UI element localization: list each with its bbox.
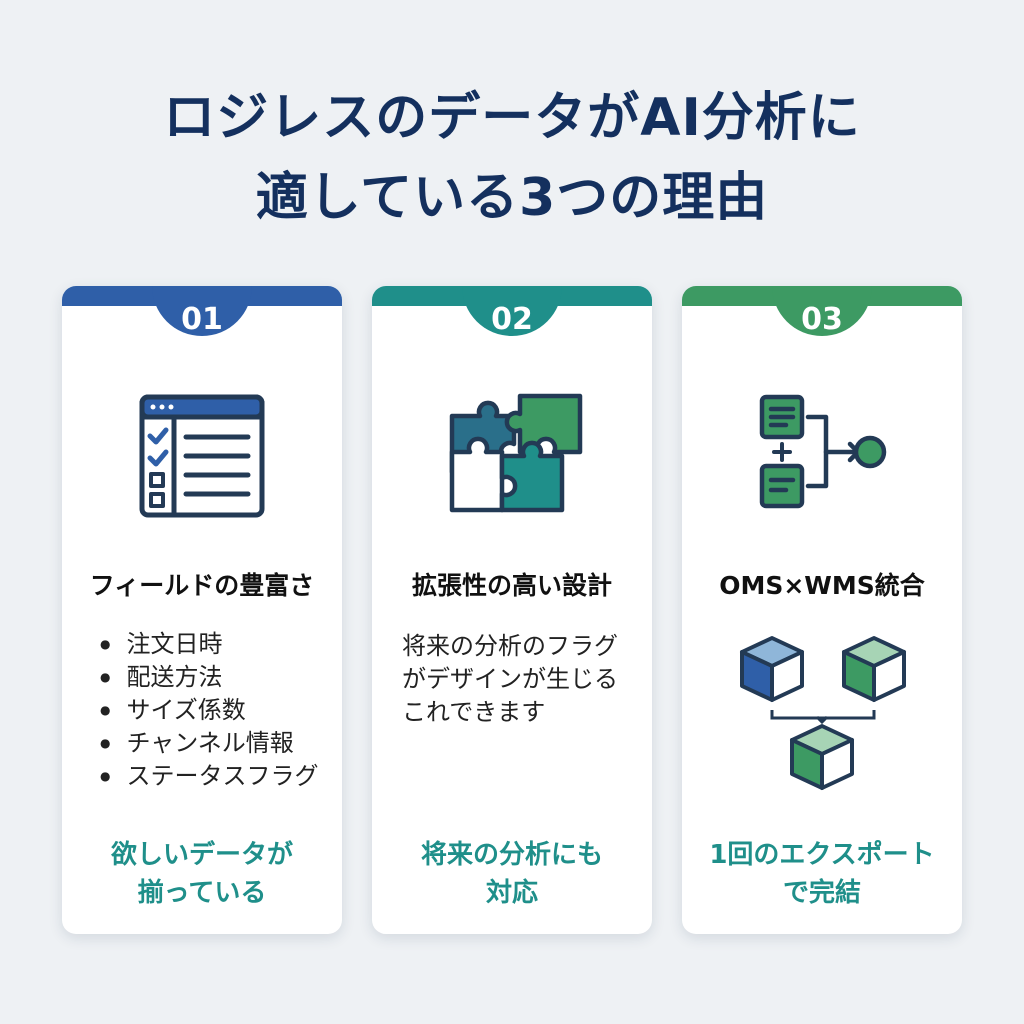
card-heading: 拡張性の高い設計 xyxy=(411,571,612,600)
card-footer-line1: 将来の分析にも xyxy=(420,840,603,870)
card-number: 03 xyxy=(801,302,843,337)
card-footer: 欲しいデータが 揃っている xyxy=(62,836,342,912)
card-heading: OMS×WMS統合 xyxy=(719,571,925,600)
description-line: 将来の分析のフラグ xyxy=(402,632,618,660)
card-footer: 1回のエクスポート で完結 xyxy=(682,836,962,912)
card-footer-line2: 揃っている xyxy=(137,878,267,908)
reason-card-1: 01 フィールドの豊富さ 注文日時 配送方法 サイズ係数 チャンネル情報 ステー… xyxy=(62,286,342,934)
list-item: サイズ係数 xyxy=(100,694,318,727)
list-item: ステータスフラグ xyxy=(100,760,318,793)
merge-documents-icon xyxy=(759,394,887,509)
list-item: 注文日時 xyxy=(100,628,318,661)
list-item: 配送方法 xyxy=(100,661,318,694)
puzzle-pieces-icon xyxy=(449,393,583,513)
card-footer-line1: 1回のエクスポート xyxy=(709,840,935,870)
page-title-line2: 適している3つの理由 xyxy=(255,168,769,228)
checklist-window-icon xyxy=(139,394,265,518)
card-description: 将来の分析のフラグ がデザインが生じる これできます xyxy=(402,630,618,729)
page-title-line1: ロジレスのデータがAI分析に xyxy=(163,88,861,148)
card-footer-line1: 欲しいデータが xyxy=(110,840,293,870)
card-number: 01 xyxy=(181,302,223,337)
card-footer-line2: で完結 xyxy=(782,878,861,908)
card-footer-line2: 対応 xyxy=(485,878,538,908)
card-number: 02 xyxy=(491,302,533,337)
boxes-merge-icon xyxy=(740,636,906,790)
card-heading: フィールドの豊富さ xyxy=(89,571,315,600)
reason-card-2: 02 拡張性の高い設計 将来の分析のフラグ がデザインが生じる これできます 将… xyxy=(372,286,652,934)
field-list: 注文日時 配送方法 サイズ係数 チャンネル情報 ステータスフラグ xyxy=(100,628,318,793)
description-line: これできます xyxy=(402,698,546,726)
card-footer: 将来の分析にも 対応 xyxy=(372,836,652,912)
reason-card-3: 03 OMS×WMS統合 xyxy=(682,286,962,934)
description-line: がデザインが生じる xyxy=(402,665,618,693)
page-title: ロジレスのデータがAI分析に 適している3つの理由 xyxy=(0,78,1024,238)
list-item: チャンネル情報 xyxy=(100,727,318,760)
